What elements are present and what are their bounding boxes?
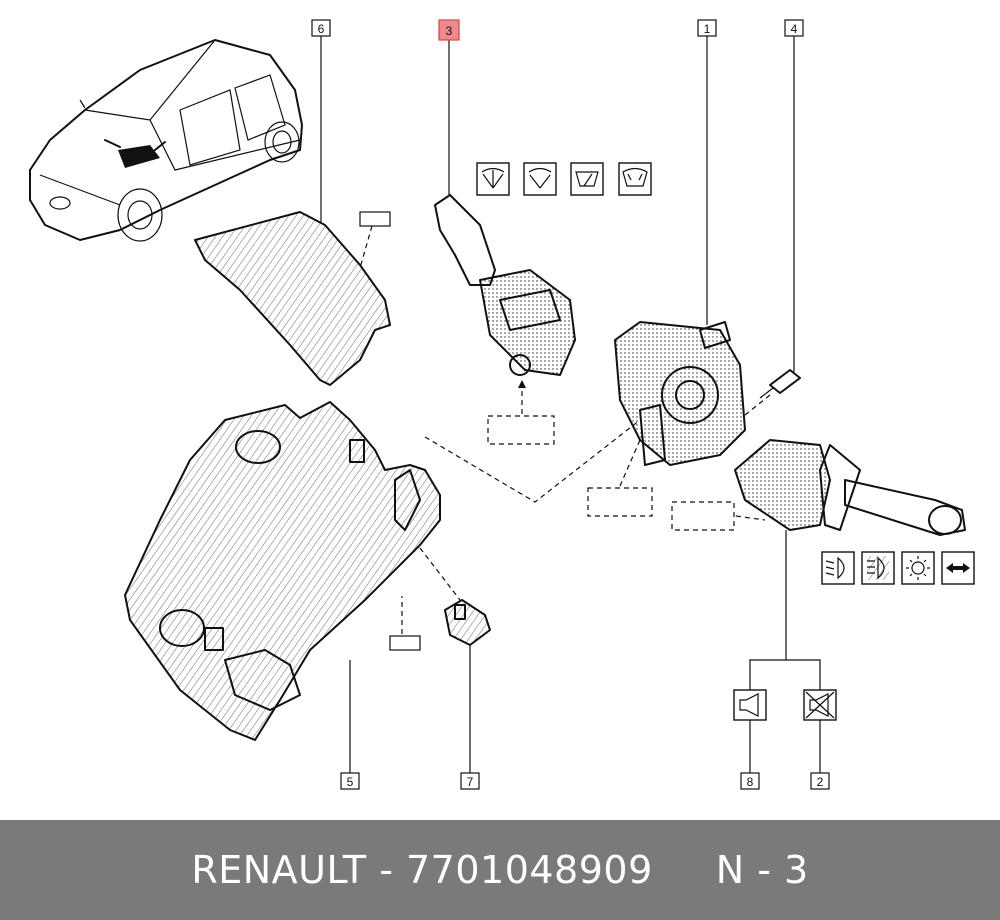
callout-1: 1	[697, 19, 717, 37]
svg-text:6: 6	[318, 22, 325, 36]
footer-text: RENAULT - 7701048909 N - 3	[191, 848, 808, 892]
horn-icon	[733, 689, 767, 721]
callout-7: 7	[460, 772, 480, 790]
part-number-footer: RENAULT - 7701048909 N - 3	[0, 820, 1000, 920]
callout-3: 3	[438, 19, 460, 41]
callout-8: 8	[740, 772, 760, 790]
svg-text:3: 3	[446, 24, 453, 38]
main-beam-icon	[861, 551, 895, 585]
connector-placeholder-2	[671, 501, 735, 531]
wiper-intermittent-icon	[570, 162, 604, 196]
brand-name: RENAULT	[191, 848, 367, 892]
indicator-arrows-icon	[941, 551, 975, 585]
windscreen-washer-icon	[618, 162, 652, 196]
screw-part-4	[759, 369, 801, 399]
callout-2: 2	[810, 772, 830, 790]
rotary-switch-part-1	[614, 321, 746, 466]
connector-placeholder-1	[587, 487, 653, 517]
svg-text:7: 7	[467, 775, 474, 789]
clip-placeholder-6	[359, 211, 391, 227]
svg-text:5: 5	[347, 775, 354, 789]
clip-placeholder-5	[389, 635, 421, 651]
separator: -	[366, 848, 406, 892]
car-thumbnail	[29, 39, 303, 242]
light-stalk	[734, 439, 966, 536]
no-horn-icon	[803, 689, 837, 721]
callout-4: 4	[784, 19, 804, 37]
upper-cowl-part-6	[194, 211, 391, 386]
callout-6: 6	[311, 19, 331, 37]
svg-text:1: 1	[704, 22, 711, 36]
wiper-fast-icon	[476, 162, 510, 196]
svg-text:4: 4	[791, 22, 798, 36]
connector-placeholder-3	[487, 415, 555, 445]
sidelights-icon	[901, 551, 935, 585]
wiper-slow-icon	[523, 162, 557, 196]
part-number: 7701048909	[406, 848, 653, 892]
callout-5: 5	[340, 772, 360, 790]
svg-text:2: 2	[817, 775, 824, 789]
clip-part-7	[444, 599, 491, 646]
dipped-beam-icon	[821, 551, 855, 585]
diagram-position: N - 3	[715, 848, 809, 892]
wiper-stalk-part-3	[434, 194, 576, 376]
svg-text:8: 8	[747, 775, 754, 789]
parts-diagram: 1 2 3 4 5 6 7 8	[29, 19, 975, 790]
lower-cowl-part-5	[124, 401, 441, 741]
